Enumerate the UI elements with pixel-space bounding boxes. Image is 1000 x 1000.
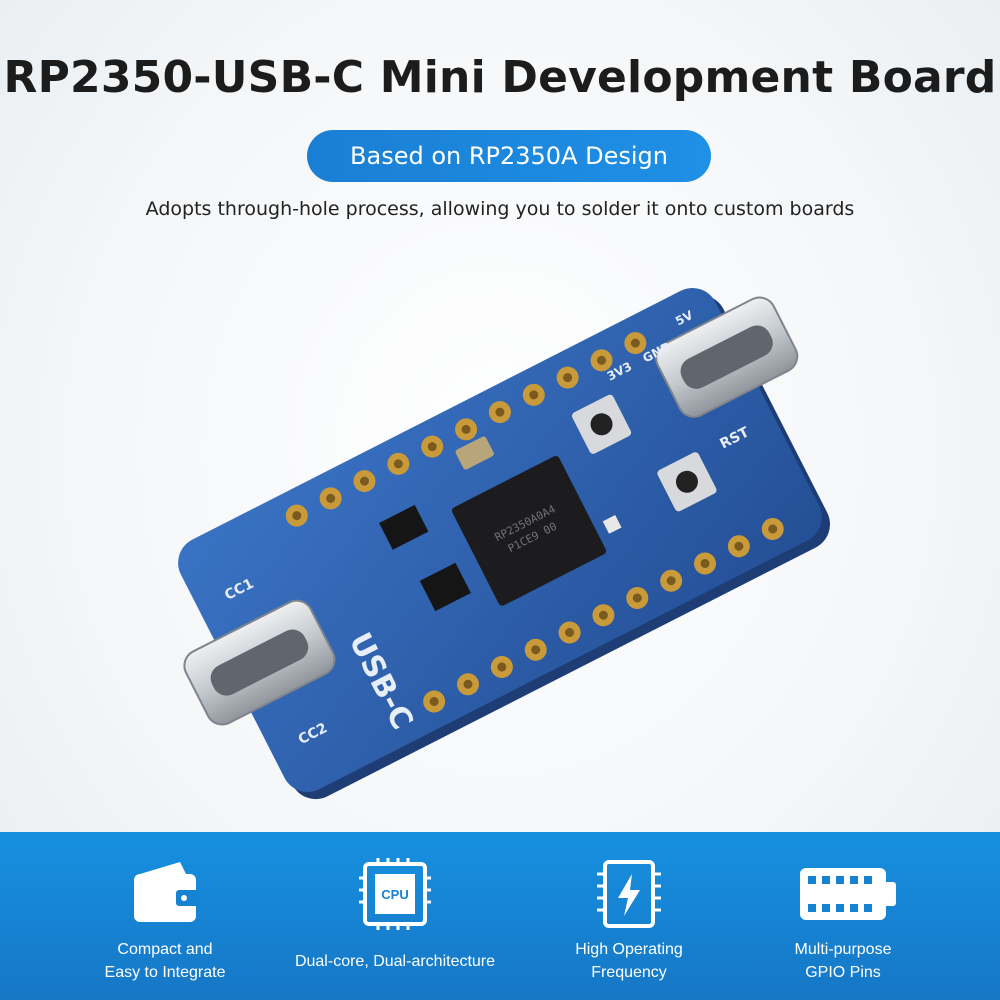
feature-dual-core-line1: Dual-core, Dual-architecture bbox=[294, 953, 496, 970]
status-led bbox=[602, 514, 622, 534]
features-bar: Compact and Easy to Integrate CPU Dual-c… bbox=[0, 832, 1000, 1000]
regulator bbox=[379, 504, 429, 550]
lightning-chip-icon bbox=[504, 858, 754, 930]
feature-gpio: Multi-purpose GPIO Pins bbox=[718, 832, 968, 1000]
cpu-icon: CPU bbox=[270, 858, 520, 930]
board-illustration: RP2350A0A4 P1CE9 00 USB-C CC1 CC2 RST bbox=[160, 280, 840, 800]
cpu-icon-text: CPU bbox=[381, 887, 408, 902]
feature-frequency-line2: Frequency bbox=[591, 964, 667, 981]
pads-top bbox=[285, 332, 647, 527]
feature-gpio-line2: GPIO Pins bbox=[805, 964, 881, 981]
feature-gpio-line1: Multi-purpose bbox=[794, 941, 892, 958]
board-svg: RP2350A0A4 P1CE9 00 USB-C CC1 CC2 RST bbox=[178, 288, 830, 800]
pads-bottom bbox=[423, 517, 784, 713]
feature-compact-line1: Compact and bbox=[117, 941, 213, 958]
subtitle: Adopts through-hole process, allowing yo… bbox=[145, 198, 855, 220]
crystal bbox=[455, 436, 494, 470]
feature-dual-core: CPU Dual-core, Dual-architecture bbox=[270, 832, 520, 1000]
feature-compact-line2: Easy to Integrate bbox=[104, 964, 226, 981]
design-badge: Based on RP2350A Design bbox=[307, 130, 711, 182]
feature-compact: Compact and Easy to Integrate bbox=[40, 832, 290, 1000]
page-title: RP2350-USB-C Mini Development Board bbox=[3, 52, 997, 103]
gpio-pins-icon bbox=[718, 858, 968, 930]
feature-frequency: High Operating Frequency bbox=[504, 832, 754, 1000]
flash-chip bbox=[419, 562, 471, 612]
rp2350-chip bbox=[451, 455, 607, 606]
feature-frequency-line1: High Operating bbox=[575, 941, 683, 958]
wallet-icon bbox=[40, 858, 290, 930]
